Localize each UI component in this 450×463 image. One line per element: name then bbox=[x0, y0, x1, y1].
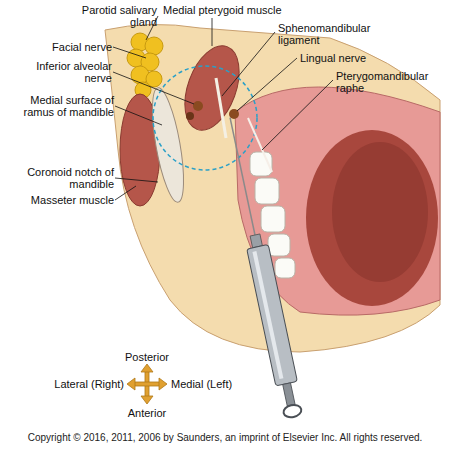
structure-label: Inferior alveolar nerve bbox=[30, 60, 112, 84]
compass-rose bbox=[127, 364, 167, 404]
direction-label: Lateral (Right) bbox=[30, 378, 124, 390]
compass-head bbox=[141, 396, 153, 404]
structure-label: Masseter muscle bbox=[10, 194, 114, 206]
leader-line bbox=[212, 18, 213, 46]
tooth bbox=[268, 234, 290, 256]
structure-label: Medial pterygoid muscle bbox=[163, 4, 298, 16]
leader-line bbox=[222, 32, 275, 96]
direction-label: Anterior bbox=[107, 407, 187, 419]
tongue bbox=[306, 130, 438, 306]
syringe bbox=[219, 115, 304, 419]
mandible-ramus bbox=[146, 86, 190, 204]
structure-label: Parotid salivary gland bbox=[75, 4, 157, 28]
pterygomandibular-space bbox=[153, 66, 257, 170]
tongue-shade bbox=[332, 142, 428, 282]
copyright-note: Copyright © 2016, 2011, 2006 by Saunders… bbox=[4, 432, 446, 444]
structure-label: Facial nerve bbox=[28, 41, 112, 53]
medial-pterygoid bbox=[174, 38, 249, 137]
needle bbox=[230, 118, 255, 235]
inferior-alveolar-nerve bbox=[193, 101, 203, 111]
sphenomandibular-ligament bbox=[216, 78, 226, 138]
tooth bbox=[255, 178, 279, 204]
tooth bbox=[261, 206, 285, 232]
structure-label: Medial surface of ramus of mandible bbox=[8, 94, 114, 118]
compass-head bbox=[159, 378, 167, 390]
leader-line bbox=[113, 72, 194, 104]
compass-head bbox=[127, 378, 135, 390]
direction-label: Medial (Left) bbox=[171, 378, 261, 390]
compass-bar bbox=[133, 382, 161, 386]
gland-lobule bbox=[145, 37, 163, 55]
leader-line bbox=[237, 58, 297, 111]
structure-label: Lingual nerve bbox=[300, 52, 390, 64]
inferior-alveolar-vessel bbox=[186, 112, 194, 120]
leader-line bbox=[115, 178, 158, 182]
leader-line bbox=[115, 106, 162, 125]
tooth bbox=[275, 258, 295, 278]
compass-head bbox=[141, 364, 153, 372]
leader-line bbox=[113, 47, 146, 58]
syringe-barrel bbox=[247, 244, 298, 386]
pterygomandibular-raphe bbox=[248, 118, 272, 172]
barrel-highlight bbox=[252, 251, 283, 379]
structure-label: Coronoid notch of mandible bbox=[22, 166, 114, 190]
plunger-rod bbox=[283, 383, 295, 406]
direction-label: Posterior bbox=[107, 351, 187, 363]
leader-line bbox=[262, 80, 333, 150]
structure-label: Pterygomandibular raphe bbox=[336, 70, 440, 94]
leader-line bbox=[115, 186, 136, 200]
structure-label: Sphenomandibular ligament bbox=[278, 22, 380, 46]
thumb-ring bbox=[282, 403, 302, 418]
